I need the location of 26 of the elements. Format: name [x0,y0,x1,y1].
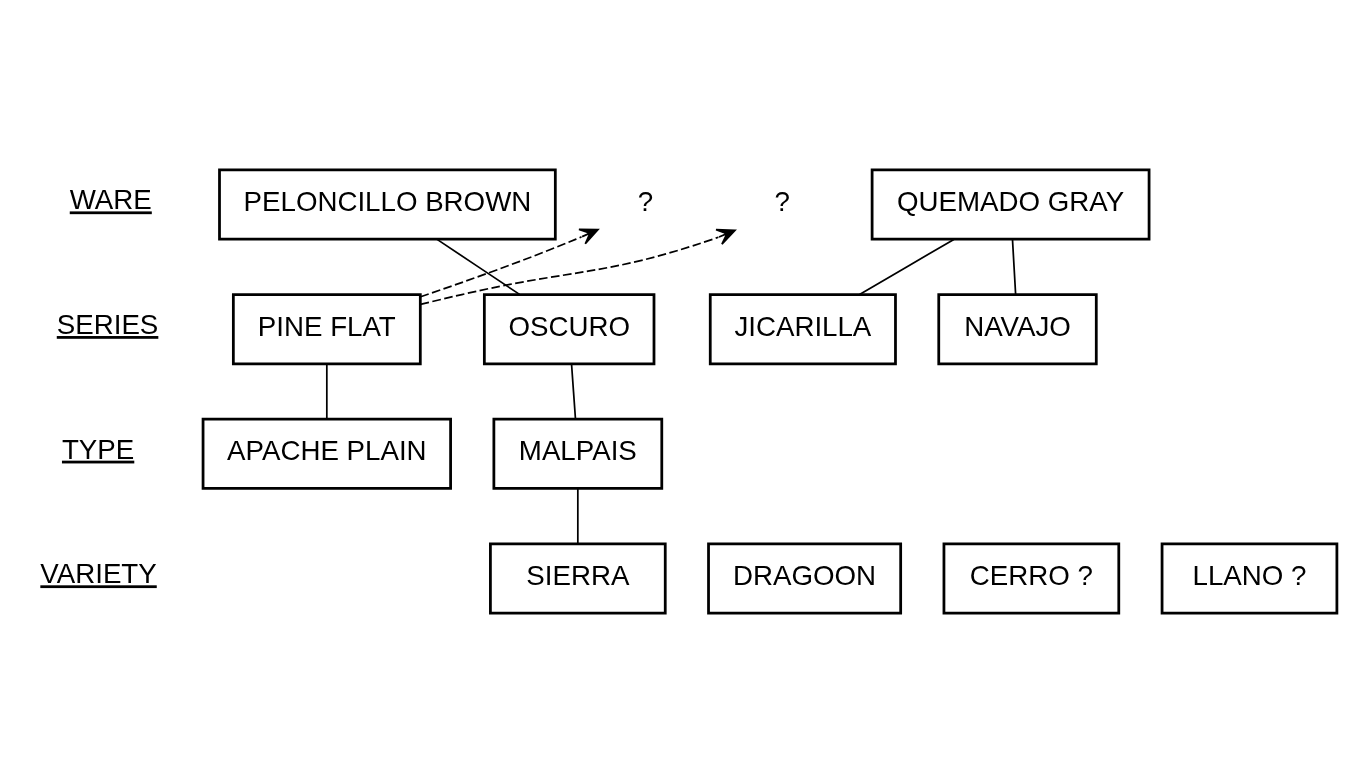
connector [858,238,955,296]
label: VARIETY [40,558,157,590]
node-box: APACHE PLAIN [201,417,452,490]
arrow [419,228,599,298]
node-box: NAVAJO [937,293,1098,366]
node-box: QUEMADO GRAY [870,168,1151,241]
label: SERIES [56,309,159,341]
connector [325,363,328,420]
node-box: SIERRA [489,542,667,615]
connector [1011,238,1017,296]
node-box: OSCURO [482,293,656,366]
label: TYPE [61,433,135,465]
arrow [419,228,736,306]
node-text: ? [637,186,654,218]
node-box: DRAGOON [707,542,903,615]
label: WARE [69,184,152,216]
node-box: LLANO ? [1160,542,1339,615]
node-box: PELONCILLO BROWN [218,168,557,241]
connector [576,487,579,545]
node-text: ? [774,186,790,218]
node-box: JICARILLA [708,293,897,366]
node-box: CERRO ? [942,542,1121,615]
node-box: PINE FLAT [231,293,422,366]
connector [436,238,521,296]
connector [570,363,577,420]
node-box: MALPAIS [492,417,664,490]
